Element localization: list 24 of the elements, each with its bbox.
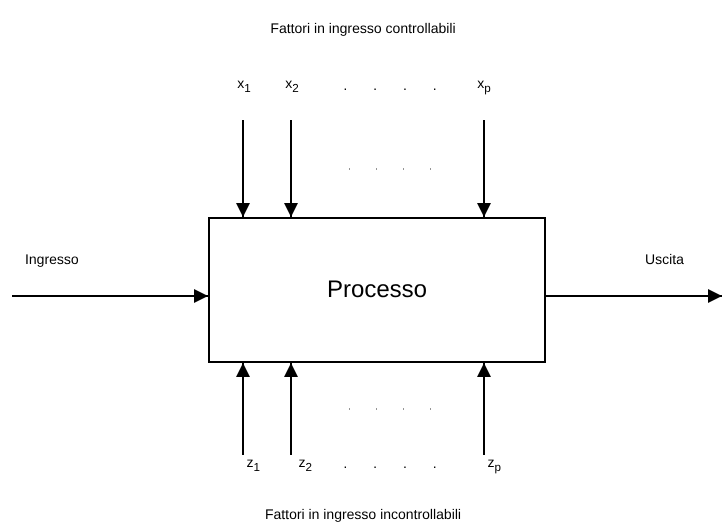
- variable-label: z$_{2}$: [284, 455, 312, 473]
- arrow: [284, 363, 298, 455]
- arrow: [236, 363, 250, 455]
- variable-label: z$_{p}$: [477, 455, 501, 473]
- heading: Fattori in ingresso controllabili: [270, 21, 456, 35]
- variable-label: x$_{2}$: [284, 76, 300, 120]
- arrow: [477, 120, 491, 217]
- ellipsis: . . . .: [343, 78, 437, 92]
- ellipsis: . . . .: [348, 402, 432, 412]
- arrow: [236, 120, 250, 217]
- node-text: Processo: [326, 276, 428, 304]
- heading: Fattori in ingresso incontrollabili: [264, 507, 462, 521]
- edge-label: Ingresso: [25, 252, 79, 268]
- process-box: [208, 217, 546, 363]
- variable-label: x$_{p}$: [476, 76, 492, 120]
- variable-label: z$_{1}$: [236, 455, 260, 473]
- variable-label: x$_{1}$: [236, 76, 252, 120]
- edge-label: Uscita: [645, 252, 684, 268]
- ellipsis: . . . .: [348, 162, 432, 172]
- arrow: [284, 120, 298, 217]
- arrow: [477, 363, 491, 455]
- ellipsis: . . . .: [343, 456, 437, 470]
- arrow: [546, 289, 722, 303]
- arrow: [12, 289, 208, 303]
